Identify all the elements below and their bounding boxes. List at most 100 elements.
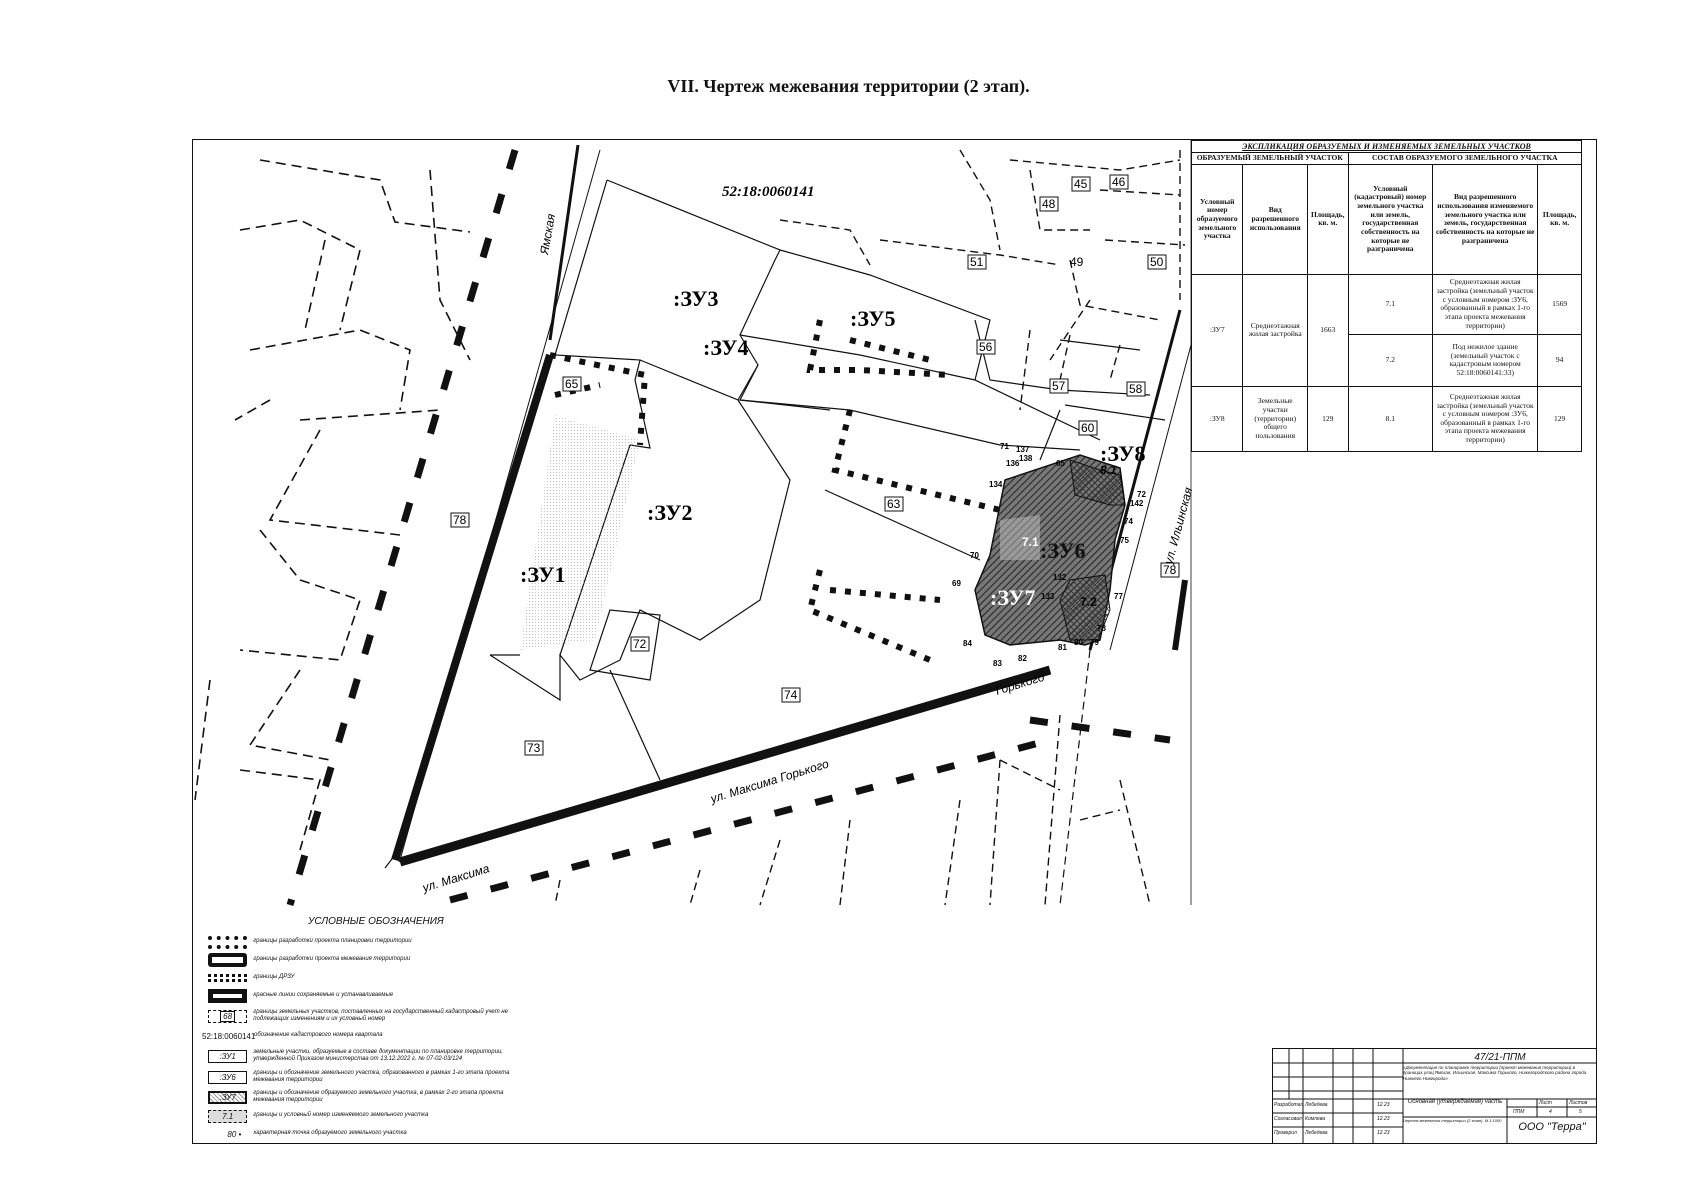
legend-item: границы ДРЗУ (208, 969, 518, 987)
legend-symbol: 7.1 (208, 1109, 248, 1123)
sheet-note: Чертеж межевания территории (2 этап). М … (1403, 1118, 1502, 1123)
parcel-number: 50 (1150, 255, 1164, 269)
parcel-number: 78 (1163, 563, 1177, 577)
role-label: Согласовал (1274, 1116, 1302, 1122)
person-name: Лебедева (1305, 1102, 1328, 1108)
point-number: 83 (993, 659, 1002, 668)
neighbour-parcels-left (195, 160, 470, 850)
boundary-project (550, 320, 1000, 660)
table-cell: 1569 (1537, 273, 1582, 335)
table-header: Условный номер образуемого земельного уч… (1190, 163, 1244, 275)
legend-symbol: :ЗУ6 (208, 1070, 248, 1084)
legend: УСЛОВНЫЕ ОБОЗНАЧЕНИЯ границы разработки … (202, 916, 518, 1143)
legend-text: границы земельных участков, поставленных… (253, 1008, 509, 1022)
table-cell: Среднеэтажная жилая застройка (земельный… (1432, 273, 1539, 335)
parcel-number: 57 (1052, 379, 1066, 393)
parcel-number: 74 (784, 688, 798, 702)
street-label: Горького (994, 670, 1047, 698)
table-header: Условный (кадастровый) номер земельного … (1347, 163, 1434, 275)
point-number: 77 (1114, 592, 1123, 601)
legend-symbol (208, 989, 248, 1003)
person-name: Лебедева (1305, 1130, 1328, 1136)
point-number: 79 (1090, 638, 1099, 647)
table-cell: Земельные участки (территории) общего по… (1242, 385, 1309, 452)
subparcel-label: 7.2 (1080, 595, 1097, 609)
table-cell: Среднеэтажная жилая застройка (1242, 273, 1309, 387)
zone-label: :ЗУ3 (673, 286, 719, 311)
point-number: 132 (1053, 573, 1067, 582)
explication-table: ЭКСПЛИКАЦИЯ ОБРАЗУЕМЫХ И ИЗМЕНЯЕМЫХ ЗЕМЕ… (1190, 139, 1582, 452)
parcel-number: 49 (1070, 255, 1084, 269)
legend-symbol (208, 953, 248, 967)
subparcel-label: 7.1 (1022, 535, 1039, 549)
legend-symbol (208, 974, 248, 982)
point-number: 136 (1006, 459, 1020, 468)
legend-text: границы разработки проекта межевания тер… (253, 956, 411, 963)
map-layer (195, 145, 1195, 905)
table-cell: Среднеэтажная жилая застройка (земельный… (1432, 385, 1539, 452)
point-number: 81 (1058, 643, 1067, 652)
legend-text: границы ДРЗУ (253, 974, 295, 981)
zone-label: :ЗУ8 (1100, 441, 1146, 466)
point-number: 69 (952, 579, 961, 588)
legend-title: УСЛОВНЫЕ ОБОЗНАЧЕНИЯ (308, 916, 444, 927)
stage-value: ППМ (1513, 1109, 1525, 1115)
legend-text: красные линии сохраняемые и устанавливае… (253, 992, 394, 999)
parcel-number: 60 (1081, 421, 1095, 435)
red-line-gorkogo (400, 670, 1050, 862)
street-label: ул. Ильинская (1161, 485, 1195, 566)
drawing-code: 47/21-ППМ (1474, 1052, 1526, 1063)
legend-item: :ЗУ7 границы и обозначение образуемого з… (208, 1087, 518, 1107)
point-number: 134 (989, 480, 1003, 489)
legend-text: характерная точка образуемого земельного… (253, 1130, 407, 1137)
table-cell: 7.2 (1347, 333, 1434, 387)
point-number: 82 (1018, 654, 1027, 663)
legend-symbol: :ЗУ1 (208, 1049, 248, 1063)
parcel-number: 58 (1129, 382, 1143, 396)
parcel-numbers: 45 46 48 49 50 51 56 57 58 60 63 65 72 7… (450, 174, 1180, 756)
parcel-outlines (490, 180, 1100, 780)
sheets-label: Листов (1569, 1100, 1588, 1106)
parcel-number: 48 (1042, 197, 1056, 211)
legend-item: границы разработки проекта межевания тер… (208, 951, 518, 969)
legend-item: :ЗУ1 земельные участки, образуемые в сос… (208, 1045, 518, 1067)
sign-date: 12.23 (1377, 1102, 1390, 1108)
legend-item: :ЗУ6 границы и обозначение земельного уч… (208, 1067, 518, 1087)
point-number: 71 (1000, 442, 1009, 451)
legend-symbol-text: 80 (227, 1129, 237, 1139)
parcel-number: 51 (970, 255, 984, 269)
zone-label: :ЗУ6 (1040, 538, 1086, 563)
legend-symbol: 80 • (227, 1129, 242, 1139)
legend-symbol: 68 (208, 1009, 248, 1023)
legend-text: границы разработки проекта планировки те… (253, 938, 412, 945)
zone-label: :ЗУ5 (850, 306, 896, 331)
document-part: Основная (утверждаемая) часть (1407, 1099, 1503, 1105)
legend-text: обозначение кадастрового номера квартала (254, 1032, 383, 1039)
red-line-west (290, 150, 515, 905)
parcel-number: 46 (1112, 175, 1126, 189)
parcel-number: 45 (1074, 177, 1088, 191)
table-group-header: ОБРАЗУЕМЫЙ ЗЕМЕЛЬНЫЙ УЧАСТОК (1191, 152, 1349, 165)
street-label: Ямская (537, 212, 558, 256)
role-label: Проверил (1274, 1130, 1297, 1136)
parcel-number: 73 (527, 741, 541, 755)
title-block: 47/21-ППМ «Документация по планировке те… (1272, 1048, 1597, 1144)
parcel-number: 78 (453, 513, 467, 527)
zone-label: :ЗУ4 (703, 335, 749, 360)
parcel-number: 63 (887, 497, 901, 511)
table-header: Вид разрешенного использования (1242, 163, 1309, 275)
point-number: 65 (1056, 459, 1065, 468)
legend-item: 7.1 границы и условный номер изменяемого… (208, 1107, 518, 1125)
title-block-grid (1273, 1049, 1597, 1144)
point-number: 75 (1120, 536, 1129, 545)
table-header: Площадь, кв. м. (1307, 163, 1349, 275)
legend-symbol-text: 52:18:0060141 (202, 1031, 256, 1041)
zone-label: :ЗУ2 (647, 500, 693, 525)
legend-symbol-text: 68 (220, 1010, 236, 1022)
point-number: 133 (1041, 592, 1055, 601)
parcel-number: 72 (633, 637, 647, 651)
zone-label: :ЗУ7 (990, 585, 1036, 610)
sheets-value: 5 (1579, 1109, 1582, 1115)
point-number: 142 (1130, 499, 1144, 508)
